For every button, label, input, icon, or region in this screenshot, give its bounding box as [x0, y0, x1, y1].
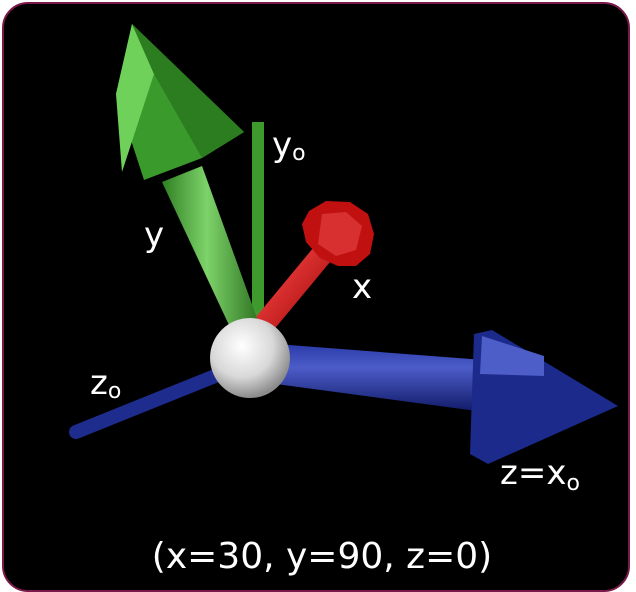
y0-label-sub: o	[292, 141, 305, 166]
x-axis-label: x	[352, 267, 372, 307]
z0-axis	[69, 359, 247, 439]
x-axis-arrow	[255, 201, 374, 333]
z-x0-label-main: z=x	[500, 453, 566, 493]
y-axis-arrow	[116, 24, 262, 340]
z0-label-sub: o	[108, 379, 121, 404]
angles-caption: (x=30, y=90, z=0)	[152, 536, 492, 577]
y-axis-label: y	[144, 215, 164, 255]
z0-axis-label: zo	[90, 363, 121, 404]
y0-axis	[252, 122, 264, 322]
y0-axis-label: yo	[272, 125, 306, 166]
z-x0-label-sub: o	[566, 471, 579, 496]
y0-label-main: y	[272, 125, 292, 165]
z0-label-main: z	[90, 363, 108, 403]
origin-sphere	[210, 318, 290, 398]
z-x0-axis-label: z=xo	[500, 453, 580, 496]
axes-diagram: y yo x zo z=xo (x=30, y=90, z=0)	[69, 24, 618, 577]
z-axis-arrow	[276, 330, 618, 464]
